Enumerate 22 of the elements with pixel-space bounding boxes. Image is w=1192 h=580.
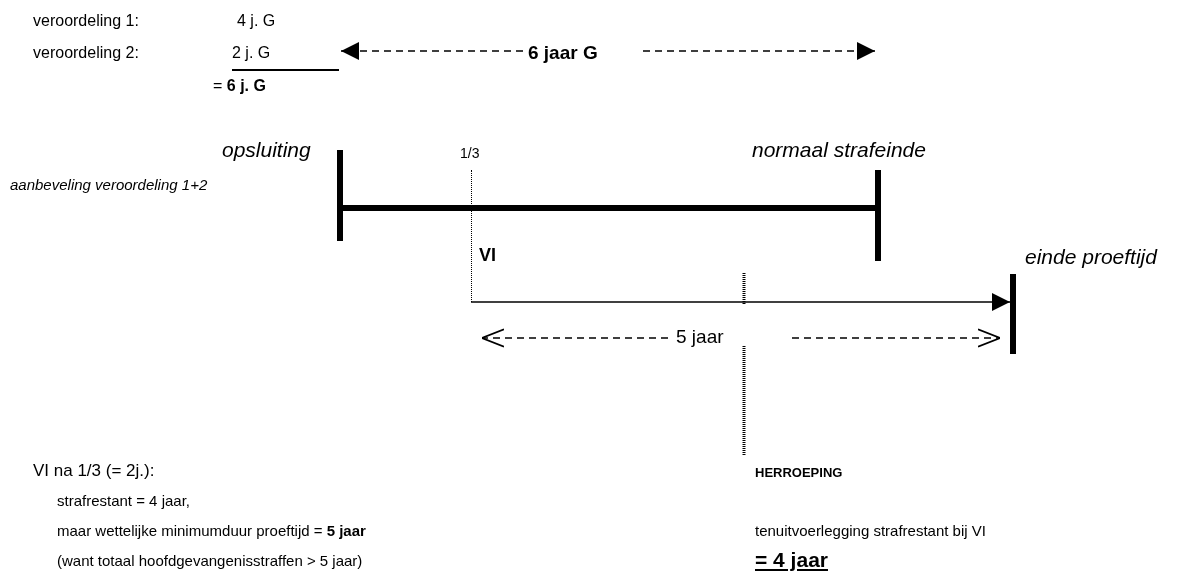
note-text: (want totaal hoofdgevangenisstraffen > 5 jaar) [57, 552, 363, 570]
tick-label: 1/3 [460, 145, 480, 162]
dimension-label: 5 jaar [676, 326, 724, 348]
note-text: strafrestant = 4 jaar, [57, 492, 190, 510]
note-heading: VI na 1/3 (= 2j.): [33, 461, 155, 481]
arrow [470, 293, 1011, 311]
note-text: maar wettelijke minimumduur proeftijd = 5 jaar [57, 522, 366, 540]
timeline-label: opsluiting [222, 138, 311, 163]
timeline-label: einde proeftijd [1025, 245, 1157, 270]
dimension-label: 6 jaar G [528, 42, 598, 64]
timeline-note: aanbeveling veroordeling 1+2 [10, 176, 208, 194]
duration-value: 4 j. G [237, 12, 276, 31]
sum-value: = 6 j. G [213, 77, 266, 96]
sentence-label: veroordeling 2: [33, 44, 139, 63]
note-text: tenuitvoerlegging strafrestant bij VI [755, 522, 986, 540]
timeline-label: VI [479, 245, 496, 266]
note-heading: HERROEPING [755, 466, 843, 481]
sentence-label: veroordeling 1: [33, 12, 139, 31]
result-value: = 4 jaar [755, 548, 828, 573]
end-bar [1010, 274, 1016, 354]
duration-value: 2 j. G [232, 44, 271, 63]
timeline-label: normaal strafeinde [752, 138, 926, 163]
